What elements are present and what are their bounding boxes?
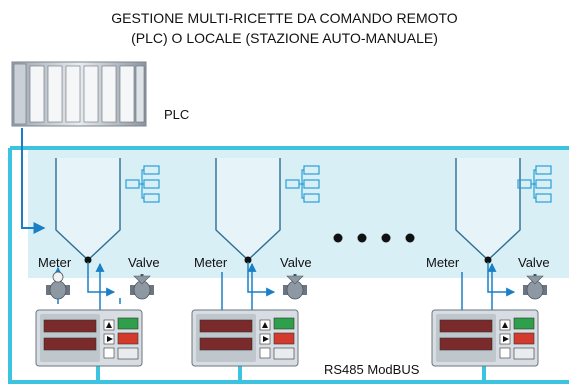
plc-link-arrow xyxy=(21,128,46,234)
plc-label: PLC xyxy=(164,107,190,122)
meter-label-3: Meter xyxy=(426,255,460,270)
controller-3 xyxy=(431,309,539,367)
valve-label-1: Valve xyxy=(128,255,160,270)
controller-1 xyxy=(35,309,143,367)
ellipsis-dots xyxy=(333,233,415,243)
title-line-1: GESTIONE MULTI-RICETTE DA COMANDO REMOTO xyxy=(111,10,458,26)
meter-label-2: Meter xyxy=(194,255,228,270)
station-1 xyxy=(35,157,160,367)
controller-2 xyxy=(191,309,299,367)
station-3 xyxy=(431,157,552,367)
valve-label-2: Valve xyxy=(280,255,312,270)
title-line-2: (PLC) O LOCALE (STAZIONE AUTO-MANUALE) xyxy=(131,30,438,46)
station-2 xyxy=(191,157,320,367)
bus-label: RS485 ModBUS xyxy=(324,362,420,377)
plc-rack xyxy=(11,61,147,127)
valve-label-3: Valve xyxy=(518,255,550,270)
meter-label-1: Meter xyxy=(38,255,72,270)
